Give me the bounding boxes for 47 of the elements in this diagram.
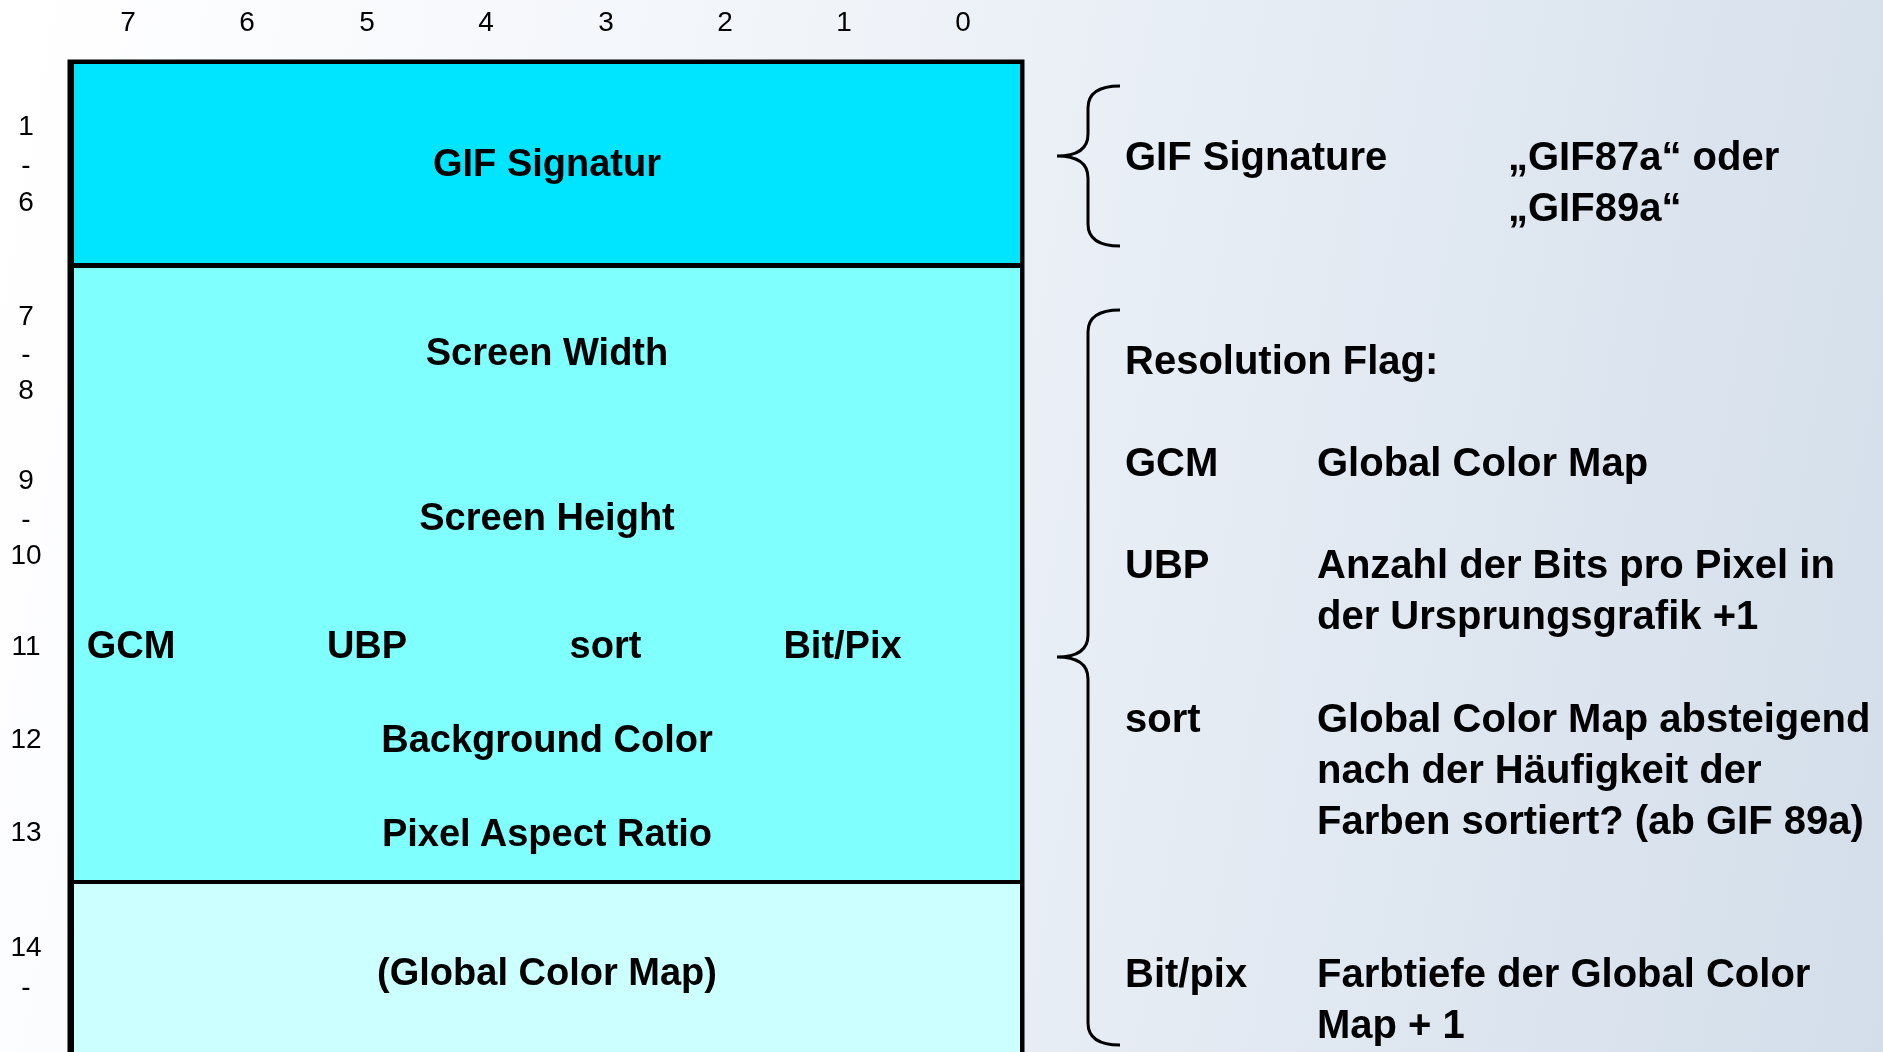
signature-value: „GIF87a“ oder „GIF89a“ — [1508, 132, 1781, 231]
bit-number: 5 — [358, 5, 376, 39]
field-name: GIF Signatur — [433, 142, 661, 185]
field-cell — [74, 787, 1020, 880]
field-name: Screen Width — [425, 331, 669, 374]
field-name: Bit/Pix — [783, 623, 902, 667]
byte-number: - — [20, 337, 32, 371]
byte-number: 6 — [17, 185, 35, 219]
field-name: (Global Color Map) — [377, 950, 717, 994]
flag-name: sort — [1125, 694, 1202, 742]
field-name: Pixel Aspect Ratio — [381, 812, 713, 855]
field-title: GIF Signature — [1125, 132, 1389, 180]
byte-number: - — [20, 148, 32, 182]
bit-number: 4 — [477, 5, 495, 39]
bit-number: 1 — [835, 5, 853, 39]
bit-number: 2 — [716, 5, 734, 39]
section-heading: Resolution Flag: — [1125, 336, 1440, 384]
byte-number: 13 — [9, 815, 43, 849]
field-name: UBP — [326, 623, 408, 667]
flag-description: Global Color Map — [1317, 438, 1650, 486]
bit-number: 3 — [597, 5, 615, 39]
field-name: GCM — [86, 623, 176, 667]
field-name: Screen Height — [419, 496, 675, 539]
flag-name: GCM — [1125, 438, 1220, 486]
byte-number: 1 — [17, 109, 35, 143]
field-name: sort — [569, 623, 642, 667]
byte-number: 14 — [9, 930, 43, 964]
byte-number: - — [20, 970, 32, 1004]
bit-number: 0 — [954, 5, 972, 39]
byte-number: 7 — [17, 299, 35, 333]
field-name: Background Color — [381, 718, 713, 761]
flag-description: Farbtiefe der Global Color Map + 1 — [1317, 949, 1812, 1048]
flag-description: Anzahl der Bits pro Pixel in der Ursprungsgrafik +1 — [1317, 540, 1836, 639]
byte-number: 9 — [17, 463, 35, 497]
field-cell — [74, 884, 1020, 1052]
flag-description: Global Color Map absteigend nach der Häufigkeit der Farben sortiert? (ab GIF 89a) — [1317, 694, 1872, 844]
field-cell — [74, 64, 1020, 263]
byte-number: 8 — [17, 373, 35, 407]
flag-name: UBP — [1125, 540, 1211, 588]
field-cell — [74, 268, 1020, 437]
byte-number: 11 — [10, 629, 42, 663]
byte-number: - — [20, 502, 32, 536]
byte-number: 12 — [9, 722, 43, 756]
flag-name: Bit/pix — [1125, 949, 1249, 997]
byte-number: 10 — [9, 538, 43, 572]
bit-number: 6 — [238, 5, 256, 39]
bit-number: 7 — [119, 5, 137, 39]
